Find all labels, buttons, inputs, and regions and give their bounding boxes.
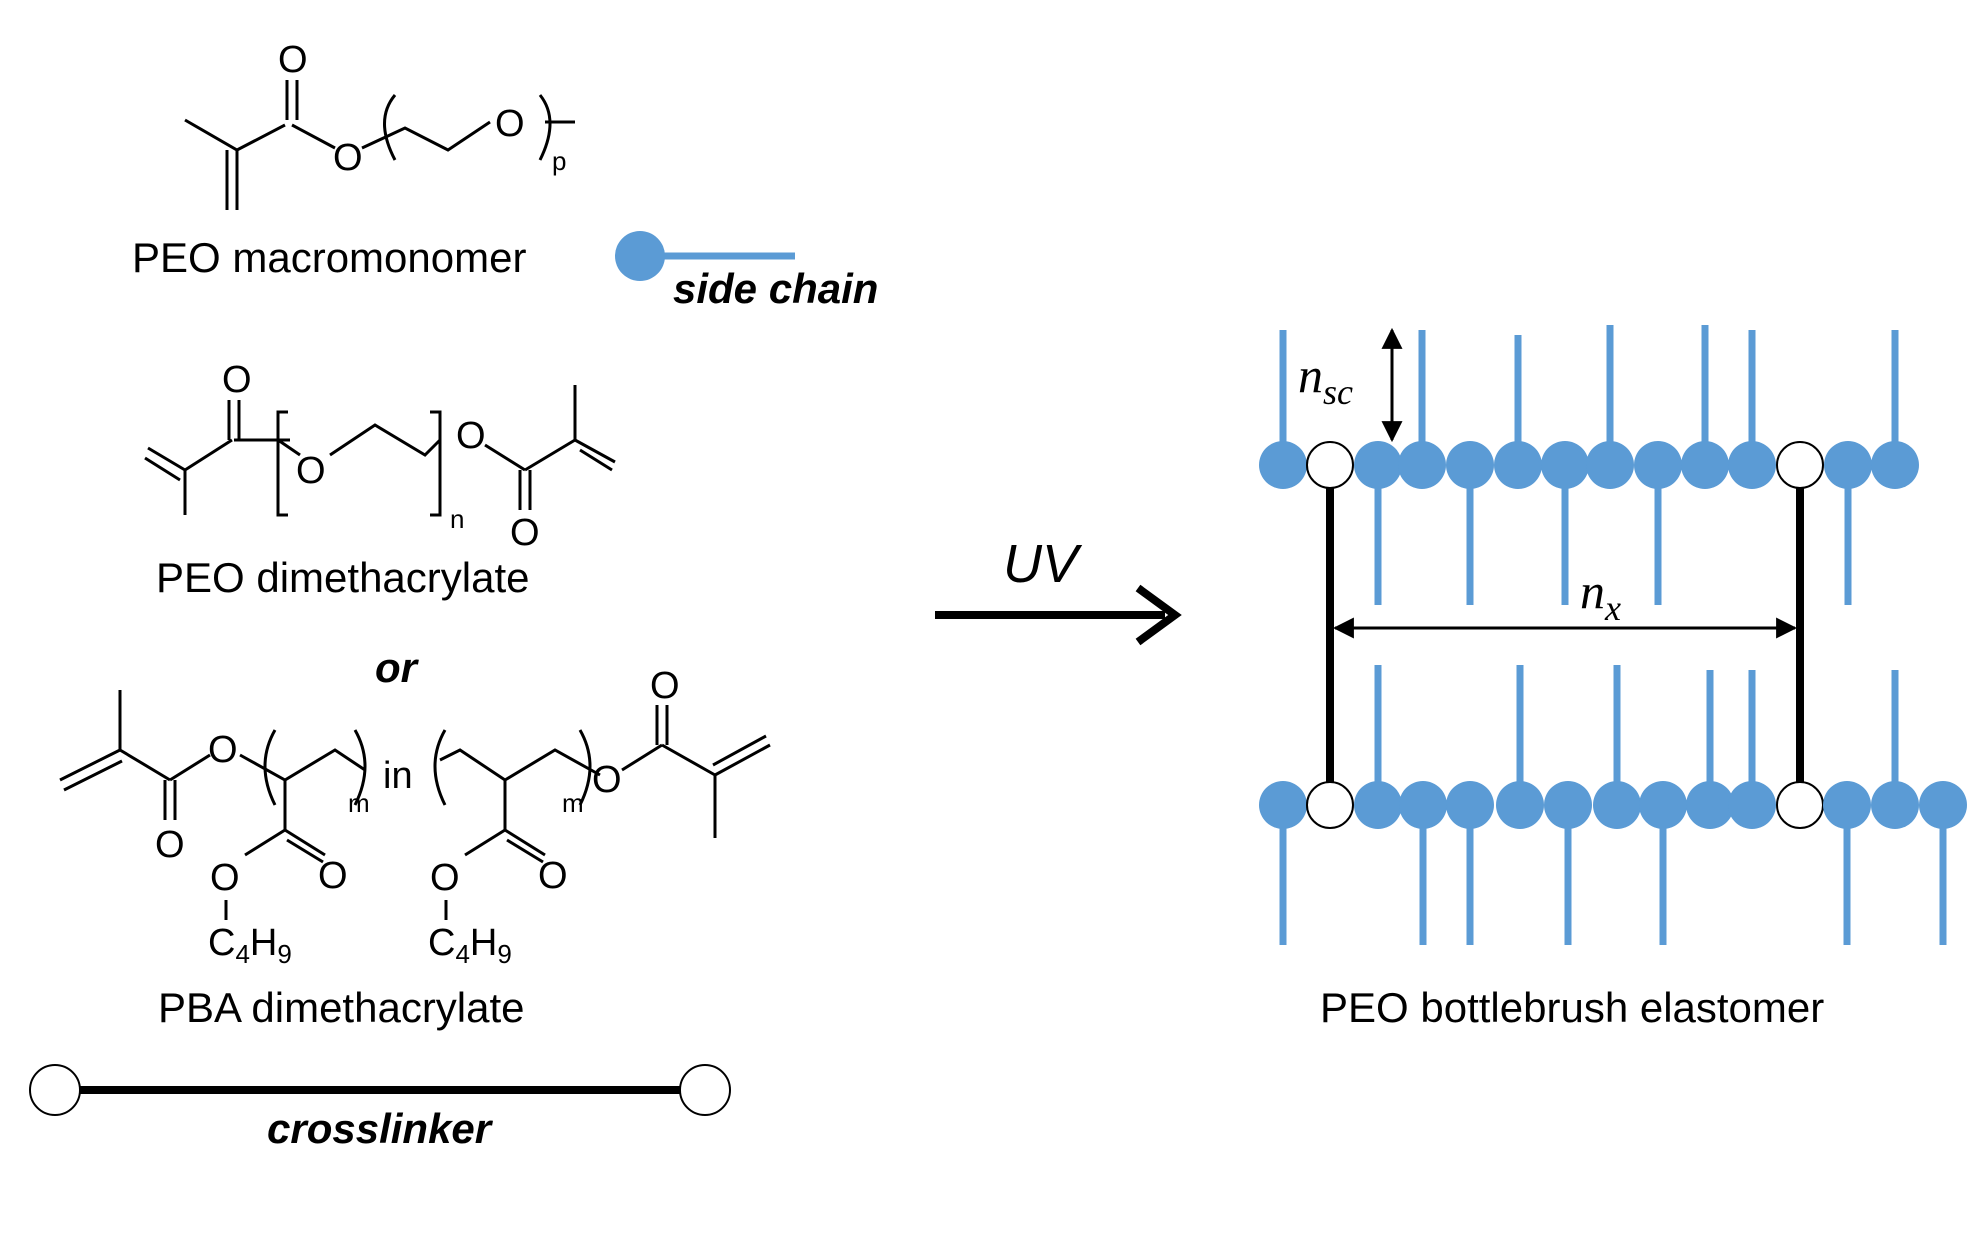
ester-oxygen: O — [208, 729, 238, 771]
bottom-backbone-bead — [1871, 781, 1919, 829]
butyl-group: C4H9 — [208, 922, 292, 969]
peo-dimethacrylate-structure: O O n O O — [144, 359, 616, 554]
repeat-index-p: p — [552, 146, 566, 176]
top-backbone-bead — [1541, 441, 1589, 489]
carbonyl-oxygen: O — [222, 359, 252, 401]
bottlebrush-network — [1259, 325, 1967, 945]
top-backbone-bead — [1824, 441, 1872, 489]
pba-dimethacrylate-structure: O O m in O O C4H9 m O O C4H9 O O — [59, 665, 771, 969]
ester-oxygen: O — [210, 857, 240, 899]
repeat-index-n: n — [450, 504, 464, 534]
top-backbone-bead — [1681, 441, 1729, 489]
top-backbone-bead — [1354, 441, 1402, 489]
ester-oxygen: O — [456, 415, 486, 457]
bottom-backbone-bead — [1639, 781, 1687, 829]
carbonyl-oxygen: O — [650, 665, 680, 707]
pba-dimethacrylate-label: PBA dimethacrylate — [158, 984, 525, 1031]
top-backbone-bead — [1728, 441, 1776, 489]
bottom-backbone-bead — [1686, 781, 1734, 829]
ester-oxygen: O — [430, 857, 460, 899]
top-backbone-bead — [1259, 441, 1307, 489]
initiator-in: in — [383, 755, 413, 797]
top-backbone-bead — [1398, 441, 1446, 489]
repeat-index-m: m — [562, 788, 584, 818]
carbonyl-oxygen: O — [155, 824, 185, 866]
bottom-backbone-bead — [1728, 781, 1776, 829]
bottom-backbone-bead — [1823, 781, 1871, 829]
carbonyl-oxygen: O — [510, 512, 540, 554]
top-backbone-bead — [1494, 441, 1542, 489]
crosslinker-label: crosslinker — [267, 1105, 494, 1152]
product-label: PEO bottlebrush elastomer — [1320, 984, 1824, 1031]
bottom-backbone-bead — [1919, 781, 1967, 829]
top-backbone-bead — [1586, 441, 1634, 489]
side-chain-label: side chain — [673, 265, 878, 312]
ether-oxygen: O — [495, 103, 525, 145]
crosslink-site — [1776, 441, 1824, 489]
n-x-label: nx — [1580, 563, 1621, 628]
ester-oxygen: O — [333, 137, 363, 179]
n-sc-label: nsc — [1298, 347, 1353, 412]
carbonyl-oxygen: O — [538, 855, 568, 897]
top-backbone-bead — [1446, 441, 1494, 489]
uv-reaction-arrow — [935, 584, 1182, 646]
bottom-backbone-bead — [1399, 781, 1447, 829]
carbonyl-oxygen: O — [278, 39, 308, 81]
crosslink-site — [1306, 781, 1354, 829]
bottom-backbone-bead — [1593, 781, 1641, 829]
ether-oxygen: O — [296, 450, 326, 492]
bottom-backbone-bead — [1544, 781, 1592, 829]
bottom-backbone-bead — [1496, 781, 1544, 829]
bottom-backbone-bead — [1259, 781, 1307, 829]
uv-label: UV — [1003, 534, 1083, 594]
crosslink-site — [1306, 441, 1354, 489]
peo-dimethacrylate-label: PEO dimethacrylate — [156, 554, 530, 601]
ester-oxygen: O — [592, 759, 622, 801]
butyl-group: C4H9 — [428, 922, 512, 969]
top-backbone-bead — [1634, 441, 1682, 489]
peo-macromonomer-label: PEO macromonomer — [132, 234, 526, 281]
top-backbone-bead — [1871, 441, 1919, 489]
repeat-index-m: m — [348, 788, 370, 818]
or-label: or — [375, 644, 420, 691]
bottom-backbone-bead — [1354, 781, 1402, 829]
crosslink-site — [1776, 781, 1824, 829]
bottom-backbone-bead — [1446, 781, 1494, 829]
crosslinker-legend — [29, 1064, 731, 1116]
carbonyl-oxygen: O — [318, 855, 348, 897]
side-chain-legend — [615, 231, 795, 281]
peo-macromonomer-structure: O O O p — [184, 39, 575, 210]
